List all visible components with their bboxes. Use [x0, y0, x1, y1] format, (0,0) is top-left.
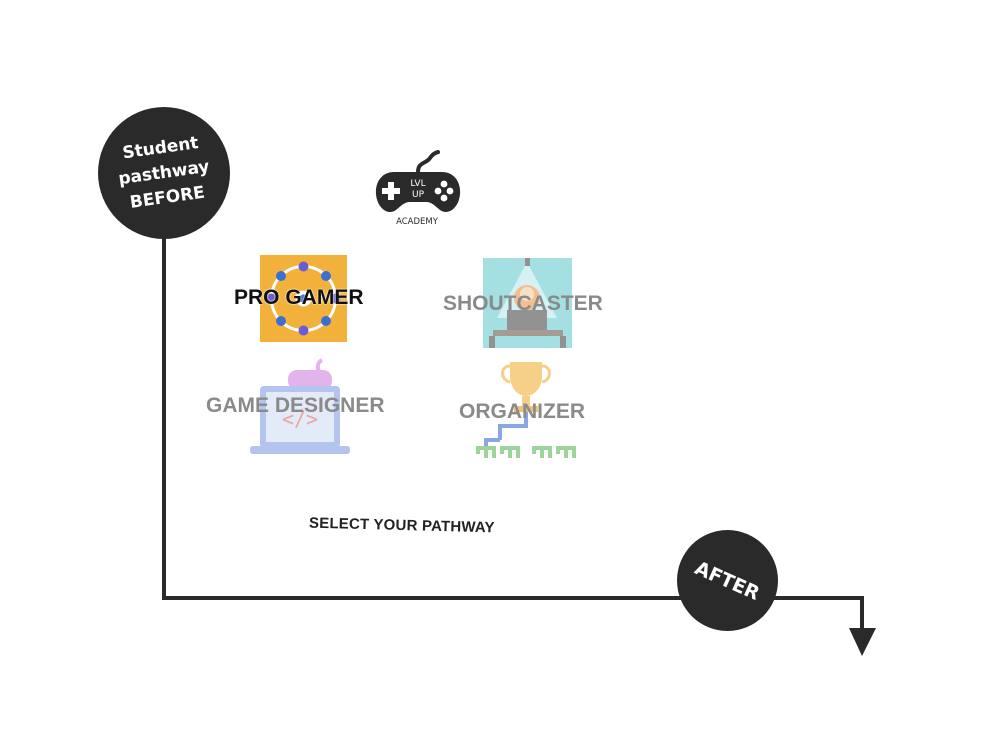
- after-label: AFTER: [691, 556, 764, 605]
- logo-text-academy: ACADEMY: [396, 217, 439, 227]
- gamepad-icon: [375, 172, 461, 213]
- trophy-bracket-icon: [476, 362, 576, 458]
- pathway-option-organizer[interactable]: ORGANIZER: [456, 358, 596, 464]
- pathway-label-shoutcaster: SHOUTCASTER: [443, 292, 603, 315]
- lvl-up-academy-logo: LVL UP ACADEMY: [375, 150, 461, 227]
- arrow-down-icon: [849, 628, 876, 656]
- pathway-option-pro-gamer[interactable]: PRO GAMER: [232, 255, 377, 345]
- pathway-label-pro-gamer: PRO GAMER: [234, 286, 364, 309]
- pathway-label-organizer: ORGANIZER: [459, 400, 585, 423]
- streamer-desk-icon: [483, 258, 572, 348]
- before-circle: Student pasthway BEFORE: [98, 107, 230, 239]
- before-label: Student pasthway BEFORE: [109, 129, 218, 217]
- logo-text-up: UP: [412, 190, 425, 200]
- svg-text:</>: </>: [282, 407, 318, 431]
- pathway-option-game-designer[interactable]: </> GAME DESIGNER: [204, 356, 399, 460]
- pathway-label-game-designer: GAME DESIGNER: [206, 394, 385, 417]
- orbit-controllers-icon: [260, 255, 347, 342]
- laptop-gamepad-icon: </>: [250, 358, 350, 454]
- logo-text-lvl: LVL: [410, 179, 425, 189]
- after-circle: AFTER: [677, 530, 778, 631]
- pathway-line: [162, 200, 864, 632]
- pathway-option-shoutcaster[interactable]: SHOUTCASTER: [440, 258, 615, 350]
